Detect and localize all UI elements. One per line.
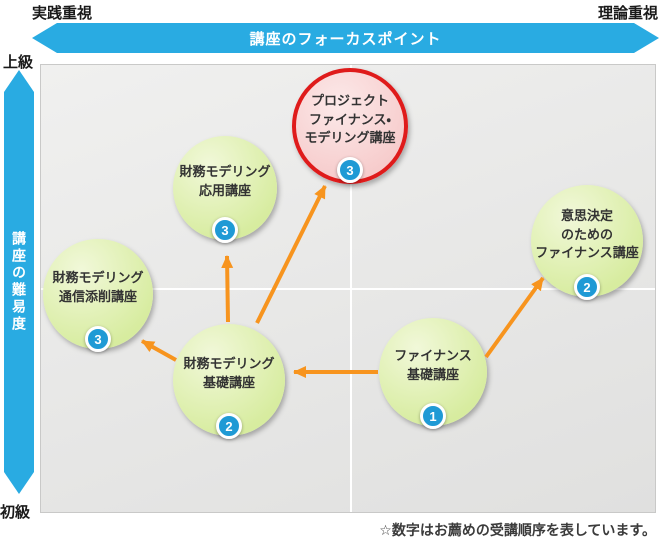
order-badge: 3 <box>337 157 363 183</box>
course-bubble-decision-making-finance[interactable]: 意思決定 のための ファイナンス講座 2 <box>531 185 643 300</box>
course-bubble-financial-modeling-advanced[interactable]: 財務モデリング 応用講座 3 <box>173 136 277 243</box>
focus-point-axis-arrow: 講座のフォーカスポイント <box>32 23 659 53</box>
order-badge: 3 <box>212 217 238 243</box>
focus-point-axis-title: 講座のフォーカスポイント <box>249 30 442 48</box>
beginner-level-label: 初級 <box>0 504 31 521</box>
order-footnote: ☆数字はお薦めの受講順序を表しています。 <box>379 522 656 538</box>
quadrant-plot-area: プロジェクト ファイナンス・ モデリング講座 3 財務モデリング 応用講座 3 … <box>40 64 656 513</box>
order-badge: 2 <box>216 413 242 439</box>
course-bubble-financial-modeling-correspondence[interactable]: 財務モデリング 通信添削講座 3 <box>43 239 153 352</box>
course-title: 財務モデリング 基礎講座 <box>183 356 275 390</box>
course-bubble-project-finance-modeling[interactable]: プロジェクト ファイナンス・ モデリング講座 3 <box>292 68 408 184</box>
course-title: 意思決定 のための ファイナンス講座 <box>535 207 639 261</box>
difficulty-axis-arrow: 講座の難易度 <box>4 70 34 494</box>
course-title: プロジェクト ファイナンス・ モデリング講座 <box>304 92 396 146</box>
theory-focus-label: 理論重視 <box>597 5 658 22</box>
course-title: 財務モデリング 応用講座 <box>179 164 271 198</box>
course-bubble-finance-basic[interactable]: ファイナンス 基礎講座 1 <box>379 318 487 429</box>
order-badge: 1 <box>420 403 446 429</box>
practice-focus-label: 実践重視 <box>32 5 93 22</box>
course-title: 財務モデリング 通信添削講座 <box>52 270 144 304</box>
difficulty-axis-title: 講座の難易度 <box>11 231 27 333</box>
horizontal-divider-line <box>41 288 655 290</box>
course-bubble-financial-modeling-basic[interactable]: 財務モデリング 基礎講座 2 <box>173 324 285 439</box>
course-title: ファイナンス 基礎講座 <box>394 348 472 382</box>
order-badge: 2 <box>574 274 600 300</box>
advanced-level-label: 上級 <box>3 54 34 71</box>
order-badge: 3 <box>85 326 111 352</box>
